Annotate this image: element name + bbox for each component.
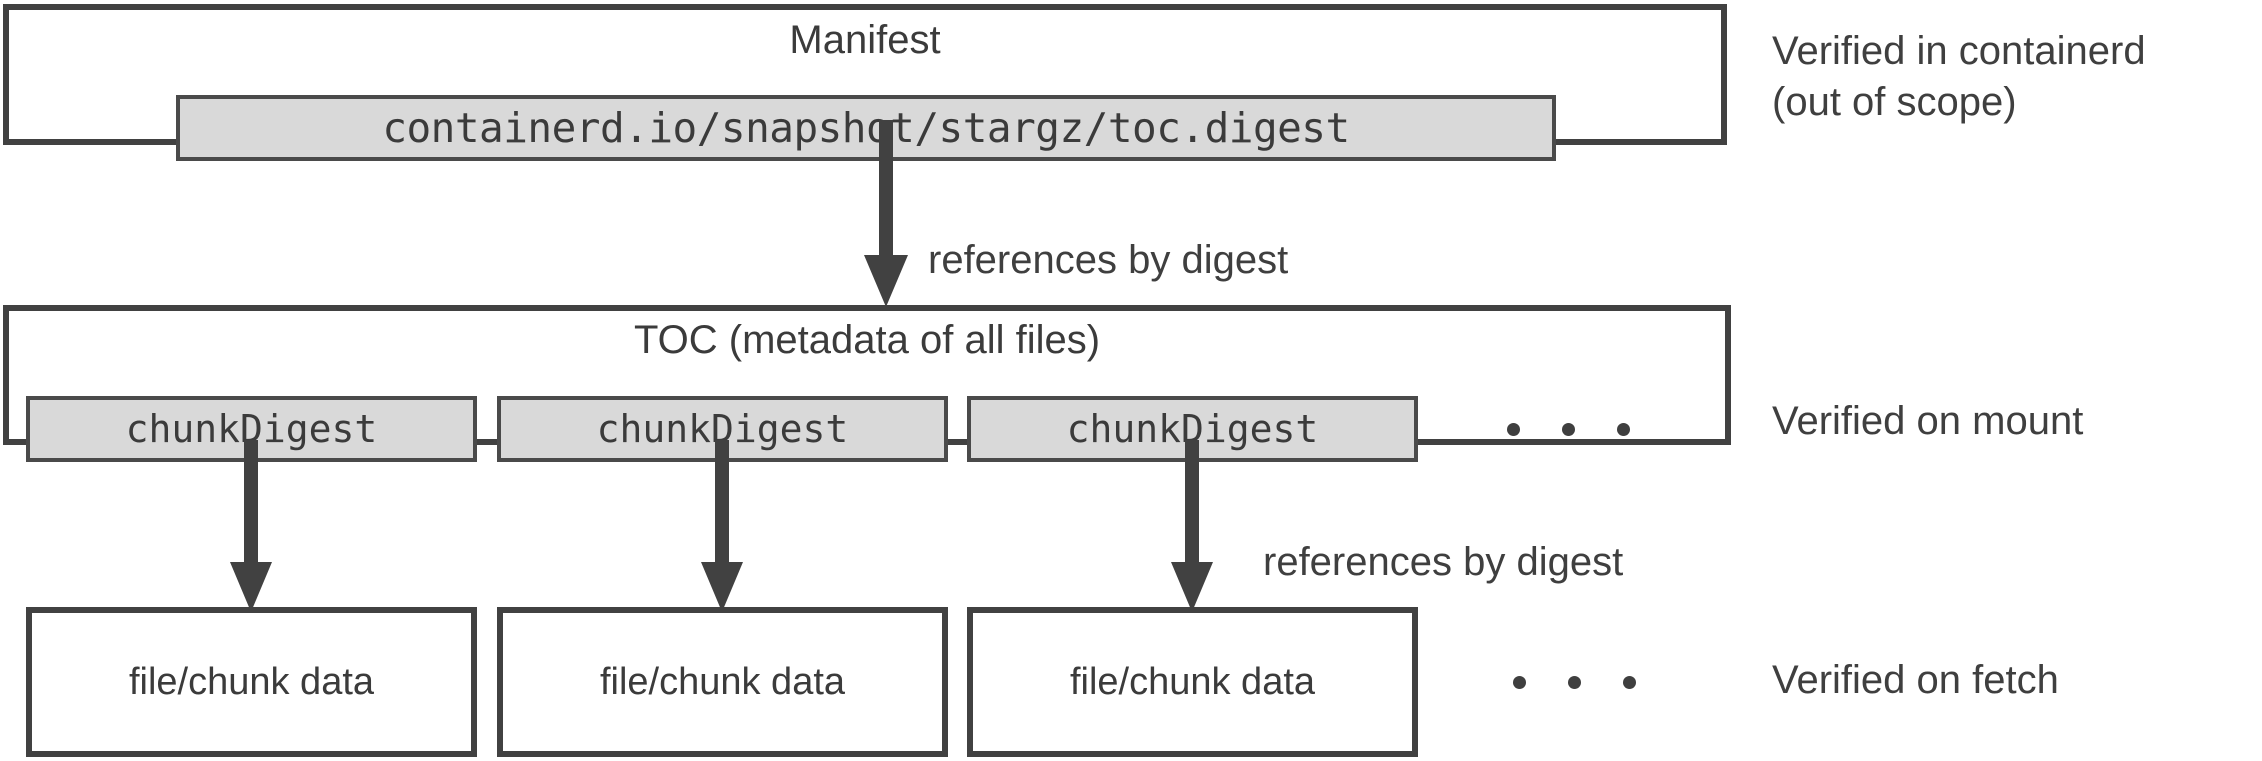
arrow-toc-to-data-1 [701,440,743,612]
data-block-1-label: file/chunk data [599,660,846,703]
toc-ellipsis [1507,423,1630,436]
data-row-ellipsis [1513,676,1636,689]
manifest-toc-digest-key: containerd.io/snapshot/stargz/toc.digest [176,95,1556,161]
data-block-1: file/chunk data [497,607,948,757]
data-block-2: file/chunk data [967,607,1418,757]
manifest-title: Manifest [789,18,941,62]
arrow-toc-to-data-0 [230,440,272,612]
arrow-manifest-to-toc [864,120,908,307]
toc-side-label: Verified on mount [1772,399,2084,443]
toc-title: TOC (metadata of all files) [633,318,1101,362]
edge-label-toc-to-data: references by digest [1263,540,1624,584]
arrow-toc-to-data-2 [1171,440,1213,612]
edge-label-manifest-to-toc: references by digest [928,238,1289,282]
data-row-side-label: Verified on fetch [1772,658,2059,702]
toc-chunk-digest-0: chunkDigest [26,396,477,462]
manifest-side-label: Verified in containerd (out of scope) [1772,29,2146,125]
manifest-toc-digest-key-label: containerd.io/snapshot/stargz/toc.digest [382,104,1350,152]
data-block-2-label: file/chunk data [1069,660,1316,703]
data-block-0-label: file/chunk data [128,660,375,703]
data-block-0: file/chunk data [26,607,477,757]
